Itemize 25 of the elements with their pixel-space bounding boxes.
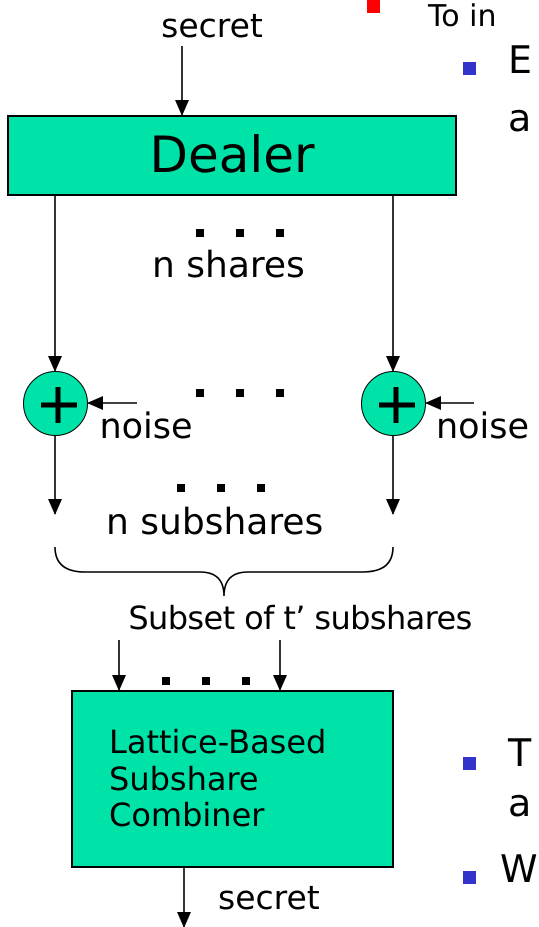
arrow [386,196,400,372]
arrow [175,46,189,116]
process-box: Lattice-Based Subshare Combiner [71,690,394,868]
arrow [48,436,62,515]
arrow [425,396,474,410]
text-label: n subshares [106,503,324,543]
node-label: secret [150,6,274,46]
node-label: noise [426,403,539,447]
text-label: E [508,40,532,82]
process-box: Dealer [7,115,457,196]
arrow [386,436,400,515]
text-label: n shares [152,246,305,286]
arrow [48,196,62,372]
text-label: a [508,783,532,825]
text-label: To in [428,0,496,33]
text-label: T [508,733,532,775]
arrow [87,396,137,410]
arrow [112,640,126,691]
text-label: W [500,849,538,891]
arrow [177,868,191,927]
node-label: Subset of t’ subshares [88,596,512,640]
node-label: noise [88,403,204,447]
text-label: a [508,98,532,140]
edge-label: secret [218,880,320,916]
arrow [273,640,287,691]
